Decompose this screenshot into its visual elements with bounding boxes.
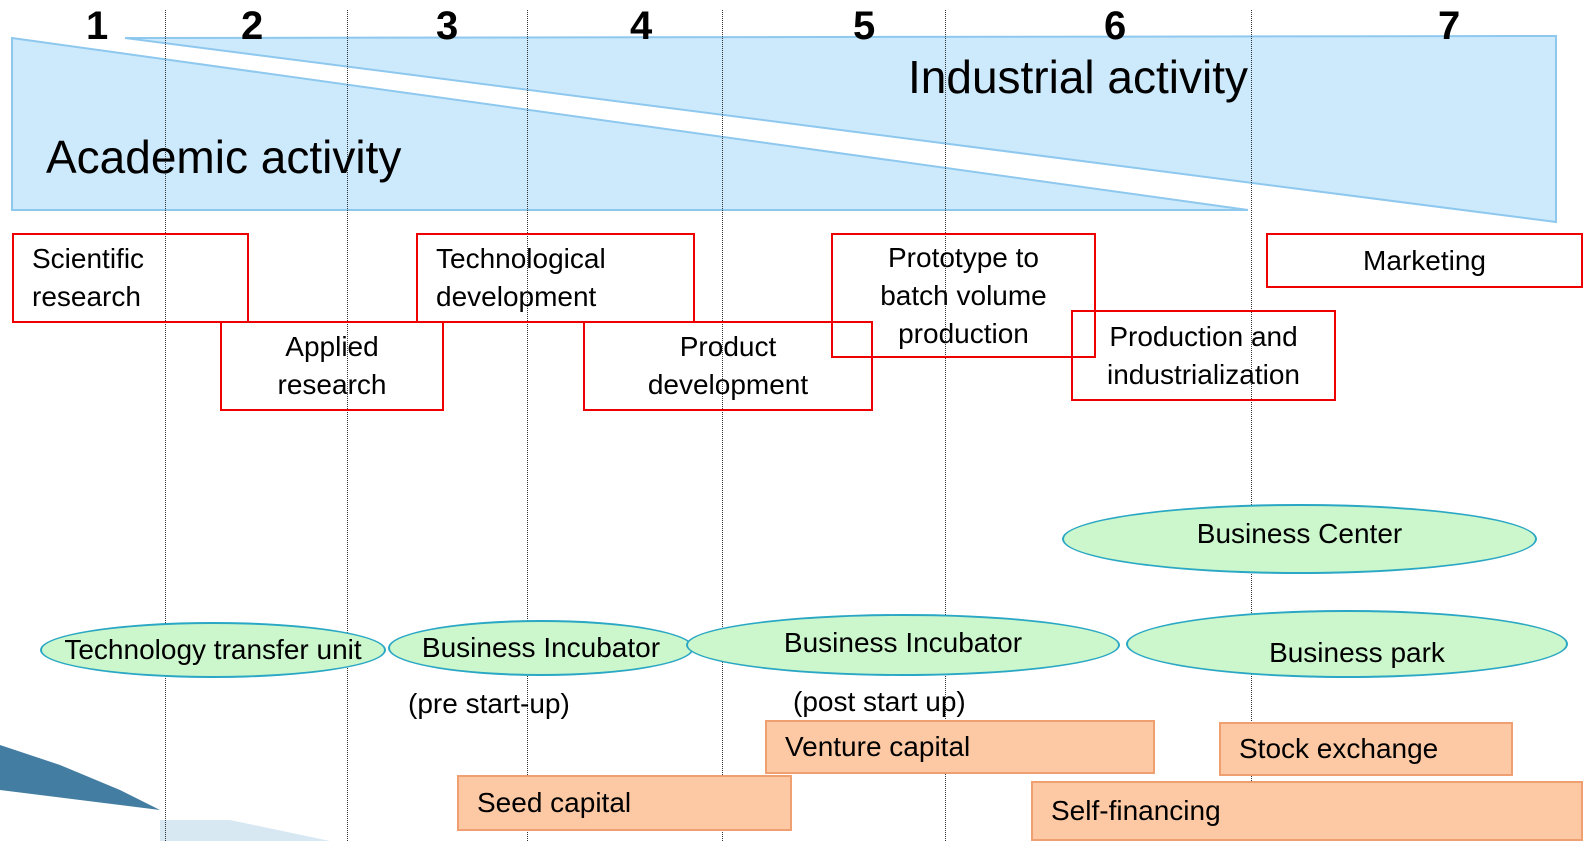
incubator-post-note: (post start up) (793, 686, 966, 717)
production-industrialization-box: Production and industrialization (1071, 310, 1336, 401)
scientific-research-box: Scientific research (12, 233, 249, 323)
stage-number-4: 4 (630, 4, 653, 48)
business-center-ellipse: Business Center (1062, 504, 1537, 574)
stage-divider-2 (347, 10, 348, 841)
stage-number-7: 7 (1438, 4, 1461, 48)
marketing-box: Marketing (1266, 233, 1583, 288)
seed-capital-box: Seed capital (457, 775, 792, 831)
corner-swoosh-decoration (0, 745, 160, 810)
product-development-box: Product development (583, 321, 873, 411)
self-financing-box: Self-financing (1031, 781, 1583, 841)
academic-activity-wedge (11, 36, 1249, 211)
incubator-pre-note: (pre start-up) (408, 688, 570, 719)
stage-divider-3 (527, 10, 528, 841)
industrial-activity-wedge (124, 34, 1557, 224)
corner-swoosh-light (160, 820, 330, 841)
stock-exchange-box: Stock exchange (1219, 722, 1513, 776)
industrial-activity-label: Industrial activity (908, 51, 1249, 103)
stage-divider-5 (945, 10, 946, 841)
business-incubator-post-ellipse: Business Incubator (686, 614, 1120, 676)
applied-research-box: Applied research (220, 321, 444, 411)
stage-number-3: 3 (436, 4, 459, 48)
stage-divider-1 (165, 10, 166, 841)
stage-number-1: 1 (86, 4, 109, 48)
stage-divider-4 (722, 10, 723, 841)
academic-activity-label: Academic activity (46, 131, 402, 183)
business-park-ellipse: Business park (1126, 610, 1568, 678)
venture-capital-box: Venture capital (765, 720, 1155, 774)
prototype-production-box: Prototype to batch volume production (831, 233, 1096, 358)
business-incubator-pre-ellipse: Business Incubator (388, 620, 694, 676)
stage-number-2: 2 (241, 4, 264, 48)
stage-number-5: 5 (853, 4, 876, 48)
technological-development-box: Technological development (416, 233, 695, 323)
stage-divider-6 (1251, 10, 1252, 841)
technology-transfer-unit-ellipse: Technology transfer unit (40, 622, 386, 678)
stage-number-6: 6 (1104, 4, 1127, 48)
